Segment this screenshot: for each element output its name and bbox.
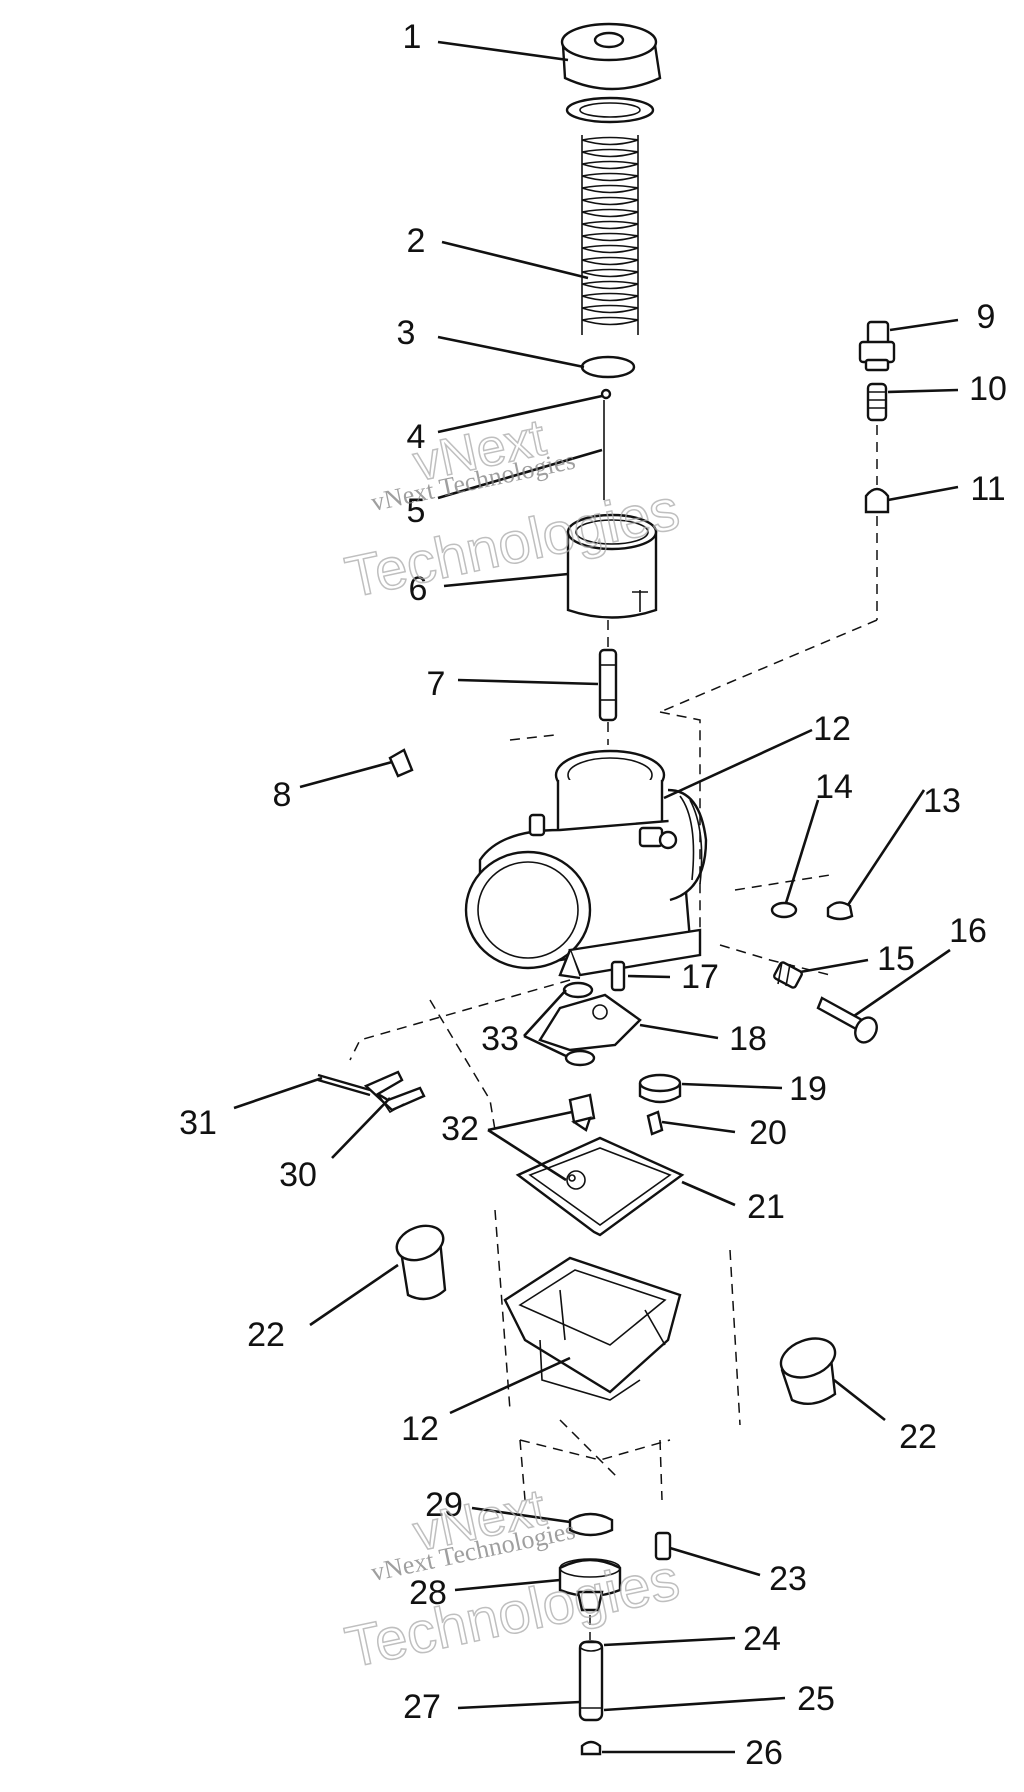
callout-3: 3: [397, 314, 416, 352]
callout-10: 10: [969, 370, 1007, 408]
part-float-right: [779, 1337, 837, 1406]
callout-14: 14: [815, 768, 853, 806]
part-tube-cap: [580, 1740, 602, 1756]
callout-8: 8: [273, 776, 292, 814]
part-washer-33b: [564, 1049, 596, 1067]
callout-33: 33: [481, 1020, 519, 1058]
part-needle-jet: [598, 648, 618, 722]
part-drain-screw: [654, 1531, 672, 1561]
callout-30: 30: [279, 1156, 317, 1194]
callout-labels: 1 2 3 4 5 6 7 8 9 10 11 12 13 14 15 16 1…: [179, 18, 1007, 1772]
callout-13: 13: [923, 782, 961, 820]
callout-27: 27: [403, 1688, 441, 1726]
part-float-left: [395, 1224, 447, 1301]
part-spring: [580, 130, 639, 340]
callout-24: 24: [743, 1620, 781, 1658]
part-float-arm: [538, 993, 642, 1052]
part-throttle-slide: [566, 513, 658, 619]
callout-20: 20: [749, 1114, 787, 1152]
callout-6: 6: [409, 570, 428, 608]
callout-23: 23: [769, 1560, 807, 1598]
part-idle-screw: [816, 996, 878, 1044]
leader-lines: [233, 40, 959, 1754]
callout-4: 4: [407, 418, 426, 456]
callout-31: 31: [179, 1104, 217, 1142]
callout-5: 5: [407, 492, 426, 530]
part-pilot-jet-assembly: [858, 320, 896, 514]
part-drain-plug: [558, 1558, 622, 1612]
parts-illustration: [317, 22, 896, 1756]
part-float-pin-assembly: [317, 1070, 426, 1114]
part-main-jet-holder: [610, 960, 626, 992]
part-float-gasket: [515, 1136, 685, 1237]
part-pilot-screw: [388, 748, 414, 778]
callout-21: 21: [747, 1188, 785, 1226]
callout-9: 9: [977, 298, 996, 336]
part-jet-holder: [770, 901, 798, 919]
part-idle-spring: [773, 961, 803, 989]
callout-7: 7: [427, 665, 446, 703]
callout-12-bottom: 12: [401, 1410, 439, 1448]
watermark-bottom: vNext Technologies vNext Technologies: [339, 1478, 685, 1681]
callout-25: 25: [797, 1680, 835, 1718]
part-needle-clip: [600, 388, 612, 400]
callout-1: 1: [403, 18, 422, 56]
part-cap: [560, 22, 662, 91]
callout-22-right: 22: [899, 1418, 937, 1456]
callout-29: 29: [425, 1486, 463, 1524]
callout-28: 28: [409, 1574, 447, 1612]
part-spring-seat: [580, 355, 636, 379]
callout-2: 2: [407, 222, 426, 260]
callout-19: 19: [789, 1070, 827, 1108]
callout-11: 11: [970, 470, 1005, 508]
part-float-valve: [568, 1093, 596, 1132]
callout-15: 15: [877, 940, 915, 978]
part-main-jet-cup: [638, 1073, 682, 1104]
part-carburetor-body: [464, 749, 708, 980]
callout-12-top: 12: [813, 710, 851, 748]
part-float-bowl: [503, 1256, 682, 1401]
part-o-ring-29: [568, 1512, 614, 1537]
callout-16: 16: [949, 912, 987, 950]
part-drain-tube: [578, 1640, 604, 1722]
callout-17: 17: [681, 958, 719, 996]
part-washer-33a: [562, 981, 594, 999]
callout-32: 32: [441, 1110, 479, 1148]
part-cap-washer: [565, 96, 655, 124]
part-small-screw: [826, 901, 854, 921]
callout-22-left: 22: [247, 1316, 285, 1354]
callout-26: 26: [745, 1734, 783, 1772]
part-main-jet: [646, 1110, 664, 1136]
callout-18: 18: [729, 1020, 767, 1058]
